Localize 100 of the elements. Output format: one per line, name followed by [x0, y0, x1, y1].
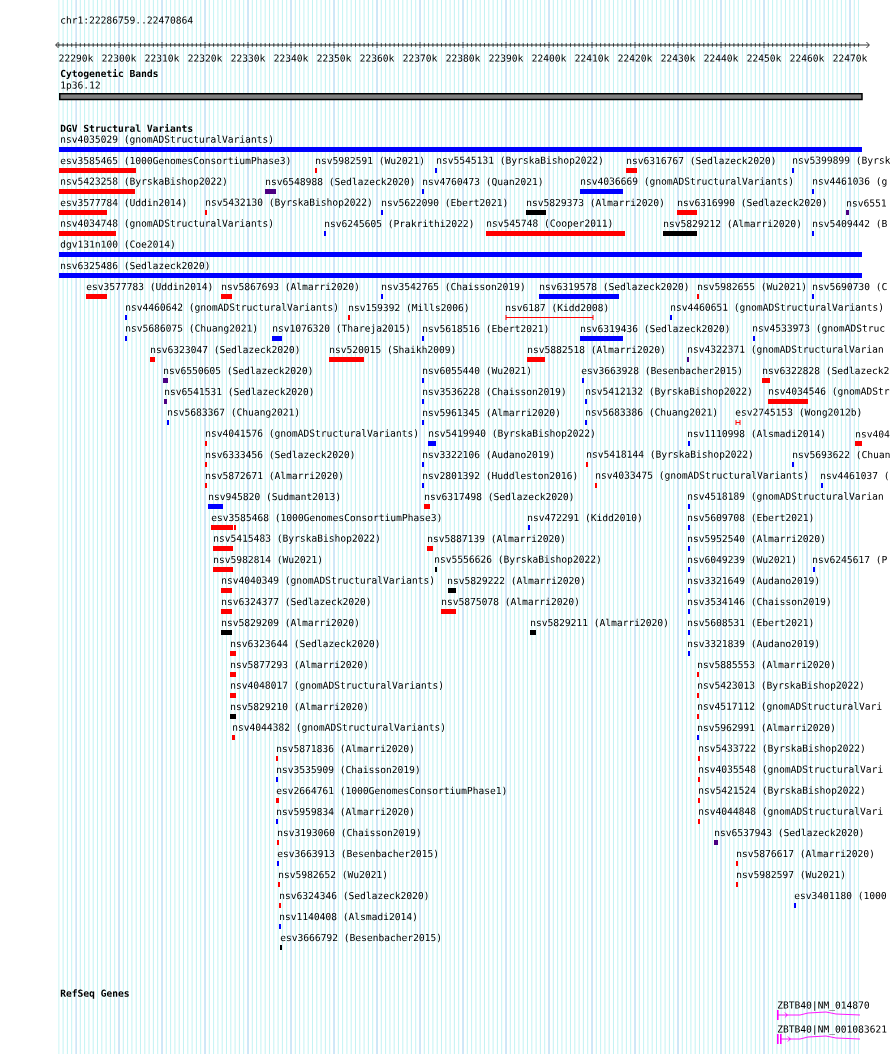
- variant-label: nsv4044848 (gnomADStructuralVari: [699, 807, 883, 817]
- variant-label: nsv5876617 (Almarri2020): [737, 849, 873, 859]
- tick-label: 22410k: [575, 54, 610, 62]
- variant-label: nsv159392 (Mills2006): [349, 303, 468, 313]
- tick-label: 22340k: [274, 54, 309, 62]
- track-title: Cytogenetic Bands: [60, 69, 158, 79]
- variant-label: nsv4034748 (gnomADStructuralVariants): [61, 219, 273, 229]
- variant-label: nsv5829211 (Almarri2020): [531, 618, 667, 628]
- track-title: RefSeq Genes: [60, 989, 129, 999]
- variant-label: esv3577784 (Uddin2014): [60, 198, 186, 208]
- tick-label: 22440k: [704, 54, 739, 62]
- variant-label: nsv5882518 (Almarri2020): [528, 345, 664, 355]
- variant-label: esv3585465 (1000GenomesConsortiumPhase3): [60, 156, 290, 166]
- variant-label: nsv5432130 (ByrskaBishop2022): [206, 198, 371, 208]
- tick-label: 22470k: [833, 54, 868, 62]
- variant-label: nsv6323047 (Sedlazeck2020): [151, 345, 299, 355]
- variant-label: nsv6316990 (Sedlazeck2020): [678, 198, 826, 208]
- variant-label: nsv5693622 (Chuan: [793, 450, 890, 460]
- variant-label: nsv6323644 (Sedlazeck2020): [231, 639, 379, 649]
- variant-label: nsv1076320 (Thareja2015): [273, 324, 409, 334]
- variant-label: nsv4518189 (gnomADStructuralVarian: [688, 492, 883, 502]
- variant-label: esv3585468 (1000GenomesConsortiumPhase3): [211, 513, 441, 523]
- tick-label: 22330k: [231, 54, 266, 62]
- gene-label: ZBTB40|NM_014870: [777, 1001, 870, 1011]
- variant-label: esv3663928 (Besenbacher2015): [581, 366, 741, 376]
- variant-label: nsv6551: [847, 199, 886, 207]
- variant-label: nsv6548988 (Sedlazeck2020): [266, 177, 414, 187]
- variant-label: nsv545748 (Cooper2011): [487, 219, 612, 229]
- tick-label: 22350k: [317, 54, 352, 62]
- variant-label: nsv5872671 (Almarri2020): [206, 471, 342, 481]
- variant-label: nsv3542765 (Chaisson2019): [382, 282, 524, 292]
- tick-label: 22460k: [790, 54, 825, 62]
- variant-label: nsv472291 (Kidd2010): [528, 513, 641, 523]
- gene-label: ZBTB40|NM_001083621: [777, 1025, 887, 1035]
- tick-label: 22450k: [747, 54, 782, 62]
- variant-label: nsv4033475 (gnomADStructuralVariants): [596, 471, 808, 481]
- variant-label: nsv6550605 (Sedlazeck2020): [164, 366, 312, 376]
- tick-label: 22290k: [59, 54, 94, 62]
- band-label: 1p36.12: [61, 81, 100, 91]
- tick-label: 22380k: [446, 54, 481, 62]
- variant-label: nsv5686075 (Chuang2021): [126, 324, 257, 334]
- variant-label: nsv5415483 (ByrskaBishop2022): [214, 534, 379, 544]
- variant-label: nsv5887139 (Almarri2020): [428, 534, 564, 544]
- variant-label: esv3663913 (Besenbacher2015): [277, 849, 437, 859]
- variant-label: nsv5952540 (Almarri2020): [688, 534, 824, 544]
- variant-label: nsv3534146 (Chaisson2019): [688, 597, 830, 607]
- variant-label: nsv6055440 (Wu2021): [423, 366, 530, 376]
- variant-label: nsv3536228 (Chaisson2019): [423, 387, 565, 397]
- variant-label: nsv6319436 (Sedlazeck2020): [581, 324, 729, 334]
- variant-label: nsv5412132 (ByrskaBishop2022): [586, 387, 751, 397]
- variant-label: nsv4533973 (gnomADStruc: [753, 324, 885, 334]
- variant-label: nsv6319578 (Sedlazeck2020): [540, 282, 688, 292]
- variant-label: nsv5829212 (Almarri2020): [664, 219, 800, 229]
- variant-label: nsv5829209 (Almarri2020): [222, 618, 358, 628]
- variant-label: nsv5982814 (Wu2021): [214, 555, 321, 565]
- variant-label: nsv5683386 (Chuang2021): [586, 408, 717, 418]
- tick-label: 22300k: [102, 54, 137, 62]
- variant-label: nsv5982652 (Wu2021): [279, 870, 386, 880]
- tick-label: 22370k: [403, 54, 438, 62]
- variant-label: nsv5608531 (Ebert2021): [688, 618, 813, 628]
- variant-label: nsv3193060 (Chaisson2019): [278, 828, 420, 838]
- variant-label: nsv5982655 (Wu2021): [698, 282, 805, 292]
- variant-label: nsv5871836 (Almarri2020): [277, 744, 413, 754]
- variant-label: nsv404: [856, 430, 890, 438]
- tick-label: 22360k: [360, 54, 395, 62]
- variant-label: nsv5885553 (Almarri2020): [698, 660, 834, 670]
- variant-label: nsv5545131 (ByrskaBishop2022): [437, 156, 602, 166]
- variant-label: nsv945820 (Sudmant2013): [209, 492, 340, 502]
- tick-label: 22310k: [145, 54, 180, 62]
- tick-label: 22320k: [188, 54, 223, 62]
- variant-label: nsv3321839 (Audano2019): [688, 639, 819, 649]
- variant-label: nsv5409442 (B: [813, 219, 887, 229]
- variant-label: nsv2801392 (Huddleston2016): [423, 471, 577, 481]
- variant-label: nsv5877293 (Almarri2020): [231, 660, 367, 670]
- variant-label: nsv5961345 (Almarri2020): [423, 408, 559, 418]
- variant-label: nsv1110998 (Alsmadi2014): [688, 429, 824, 439]
- variant-label: nsv6317498 (Sedlazeck2020): [425, 492, 573, 502]
- variant-label: nsv3322106 (Audano2019): [423, 450, 554, 460]
- variant-label: nsv5421524 (ByrskaBishop2022): [699, 786, 864, 796]
- variant-label: nsv4035548 (gnomADStructuralVari: [699, 765, 883, 775]
- variant-label: nsv4036669 (gnomADStructuralVariants): [581, 177, 793, 187]
- variant-label: nsv5690730 (C: [813, 282, 887, 292]
- variant-label: esv3666792 (Besenbacher2015): [280, 933, 440, 943]
- variant-label: nsv4460642 (gnomADStructuralVariants): [126, 303, 338, 313]
- variant-label: nsv5982591 (Wu2021): [316, 156, 423, 166]
- variant-label: nsv5618516 (Ebert2021): [423, 324, 548, 334]
- variant-label: nsv6537943 (Sedlazeck2020): [715, 828, 863, 838]
- variant-label: nsv6322828 (Sedlazeck2: [763, 366, 889, 376]
- variant-label: nsv4517112 (gnomADStructuralVari: [698, 702, 882, 712]
- variant-label: nsv1140408 (Alsmadi2014): [280, 912, 416, 922]
- location-label: chr1:22286759..22470864: [61, 16, 193, 24]
- variant-label: nsv3535909 (Chaisson2019): [277, 765, 419, 775]
- variant-label: nsv5433722 (ByrskaBishop2022): [699, 744, 864, 754]
- variant-label: nsv4034546 (gnomADStr: [769, 387, 890, 397]
- variant-label: nsv4048017 (gnomADStructuralVariants): [231, 681, 443, 691]
- variant-label: nsv3321649 (Audano2019): [688, 576, 819, 586]
- tick-label: 22390k: [489, 54, 524, 62]
- variant-label: nsv4322371 (gnomADStructuralVarian: [688, 345, 883, 355]
- variant-label: nsv5962991 (Almarri2020): [698, 723, 834, 733]
- variant-label: esv2745153 (Wong2012b): [735, 408, 861, 418]
